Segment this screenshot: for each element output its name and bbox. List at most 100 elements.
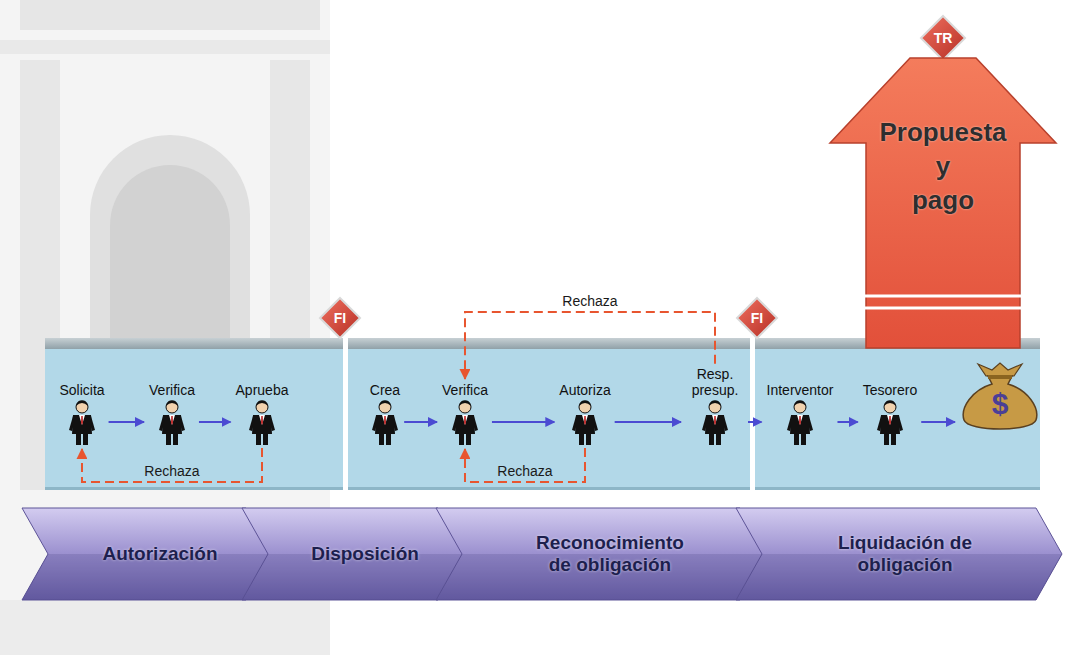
chevron-shape: [242, 508, 464, 600]
diamond-outline: [320, 298, 360, 338]
figure-shirt: [462, 415, 468, 425]
figure-shirt: [382, 415, 388, 425]
person-icon: [247, 398, 277, 446]
flow-arrow: [837, 421, 857, 423]
control-diamond: FI: [319, 297, 361, 339]
band-edge: [45, 487, 1040, 490]
actor-figure: Verifica: [147, 382, 197, 446]
figure-shirt: [259, 415, 265, 425]
figure-tie: [464, 416, 466, 425]
figure-tie: [384, 416, 386, 425]
control-diamond: TR: [920, 15, 966, 61]
figure-suit: [252, 415, 272, 434]
figure-hair: [76, 400, 88, 406]
figure-hair: [459, 400, 471, 406]
bag-top: [978, 363, 1022, 376]
node-label: Disposición: [311, 543, 419, 565]
actor-figure: Autoriza: [557, 382, 612, 446]
figure-suit: [705, 415, 725, 434]
person-icon: [450, 398, 480, 446]
node-label: Reconocimiento de obligación: [523, 532, 698, 576]
reject-label: Rechaza: [497, 463, 552, 479]
figure-head: [794, 401, 806, 413]
text-holder: Rechaza: [497, 463, 552, 479]
reject-arrow: [465, 448, 585, 482]
process-band: [45, 349, 1040, 490]
figure-hair: [794, 400, 806, 406]
arrow-shape: [830, 58, 1056, 348]
figure-hair: [579, 400, 591, 406]
building-cornice: [0, 40, 330, 54]
actor-figure: Interventor: [765, 382, 836, 446]
diamond-outline: [921, 16, 965, 60]
figure-shirt: [887, 415, 893, 425]
phase-divider: [750, 338, 755, 490]
bag-tie: [988, 375, 1012, 379]
reject-label: Rechaza: [562, 293, 617, 309]
node-label: FI: [334, 311, 346, 325]
figure-suit: [575, 415, 595, 434]
reject-label: Rechaza: [144, 463, 199, 479]
text-holder: Autorización: [80, 508, 240, 600]
chevron-shape: [22, 508, 272, 600]
figure-head: [709, 401, 721, 413]
node-label: Autorización: [102, 543, 217, 565]
node-label: Resp. presup.: [686, 366, 744, 398]
text-holder: Rechaza: [562, 293, 617, 309]
figure-head: [76, 401, 88, 413]
figure-head: [459, 401, 471, 413]
diamond-outline: [737, 298, 777, 338]
figure-shirt: [79, 415, 85, 425]
phase-divider: [343, 338, 348, 490]
figure-hair: [709, 400, 721, 406]
payment-arrow: Propuesta y pago: [830, 58, 1056, 348]
flow-arrow: [615, 421, 681, 423]
figure-suit: [72, 415, 92, 434]
figure-shirt: [797, 415, 803, 425]
node-label: Propuesta y pago: [866, 116, 1020, 217]
flow-arrow: [748, 421, 762, 423]
figure-suit: [375, 415, 395, 434]
figure-suit: [455, 415, 475, 434]
phase-chevron: Disposición: [242, 508, 464, 600]
figure-head: [884, 401, 896, 413]
node-label: Aprueba: [236, 382, 289, 398]
figure-tie: [261, 416, 263, 425]
node-label: Liquidación de obligación: [830, 532, 980, 576]
person-icon: [370, 398, 400, 446]
figure-suit: [162, 415, 182, 434]
reject-arrow: [465, 312, 715, 379]
actor-figure: Aprueba: [234, 382, 291, 446]
flow-arrow: [109, 421, 144, 423]
person-icon: [157, 398, 187, 446]
text-holder: Propuesta y pago: [866, 116, 1020, 217]
node-label: TR: [934, 31, 953, 45]
text-holder: $: [958, 389, 1042, 419]
actor-figure: Verifica: [440, 382, 490, 446]
actor-figure: Resp. presup.: [684, 366, 746, 446]
node-label: Solicita: [59, 382, 104, 398]
node-label: Interventor: [767, 382, 834, 398]
figure-shirt: [582, 415, 588, 425]
flow-arrow: [404, 421, 437, 423]
person-icon: [67, 398, 97, 446]
flow-arrow: [492, 421, 554, 423]
figure-suit: [880, 415, 900, 434]
node-label: Crea: [370, 382, 400, 398]
figure-head: [166, 401, 178, 413]
node-label: Tesorero: [863, 382, 917, 398]
figure-suit: [790, 415, 810, 434]
figure-tie: [889, 416, 891, 425]
figure-head: [379, 401, 391, 413]
actor-figure: Solicita: [57, 382, 106, 446]
actor-figure: Crea: [368, 382, 402, 446]
figure-tie: [171, 416, 173, 425]
person-icon: [700, 398, 730, 446]
node-label: Verifica: [149, 382, 195, 398]
person-icon: [875, 398, 905, 446]
arrow-stripe: [860, 295, 1026, 298]
person-icon: [785, 398, 815, 446]
phase-chevron: Liquidación de obligación: [736, 508, 1062, 600]
text-holder: Reconocimiento de obligación: [523, 508, 698, 600]
